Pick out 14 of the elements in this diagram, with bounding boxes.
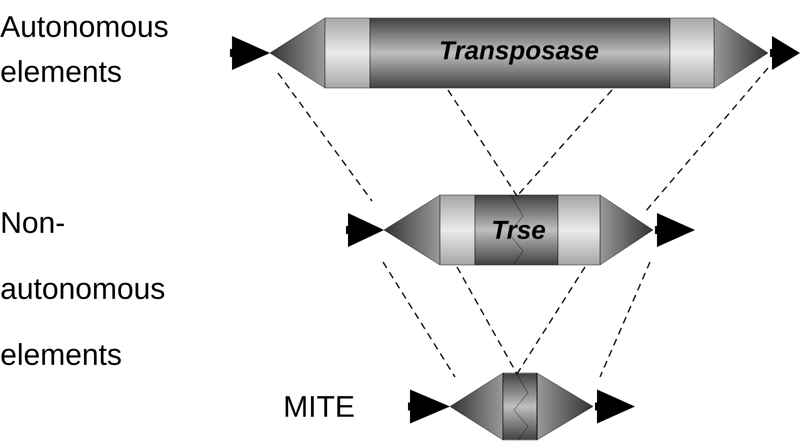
- element-label: MITE: [286, 396, 354, 417]
- dashed-line: [447, 90, 518, 196]
- dashed-line: [599, 262, 651, 378]
- dashed-line: [277, 72, 373, 202]
- dashed-line: [456, 266, 518, 374]
- transposon-element: Trse: [384, 194, 654, 266]
- group-label: Autonomous elements: [0, 16, 168, 82]
- transposon-element: Transposase: [270, 18, 768, 88]
- mite-element: [450, 372, 594, 440]
- dashed-line: [644, 68, 768, 212]
- dashed-line: [516, 90, 612, 196]
- group-label: Non-autonomous elements: [1, 212, 164, 366]
- dashed-line: [516, 266, 586, 374]
- dashed-line: [382, 262, 456, 378]
